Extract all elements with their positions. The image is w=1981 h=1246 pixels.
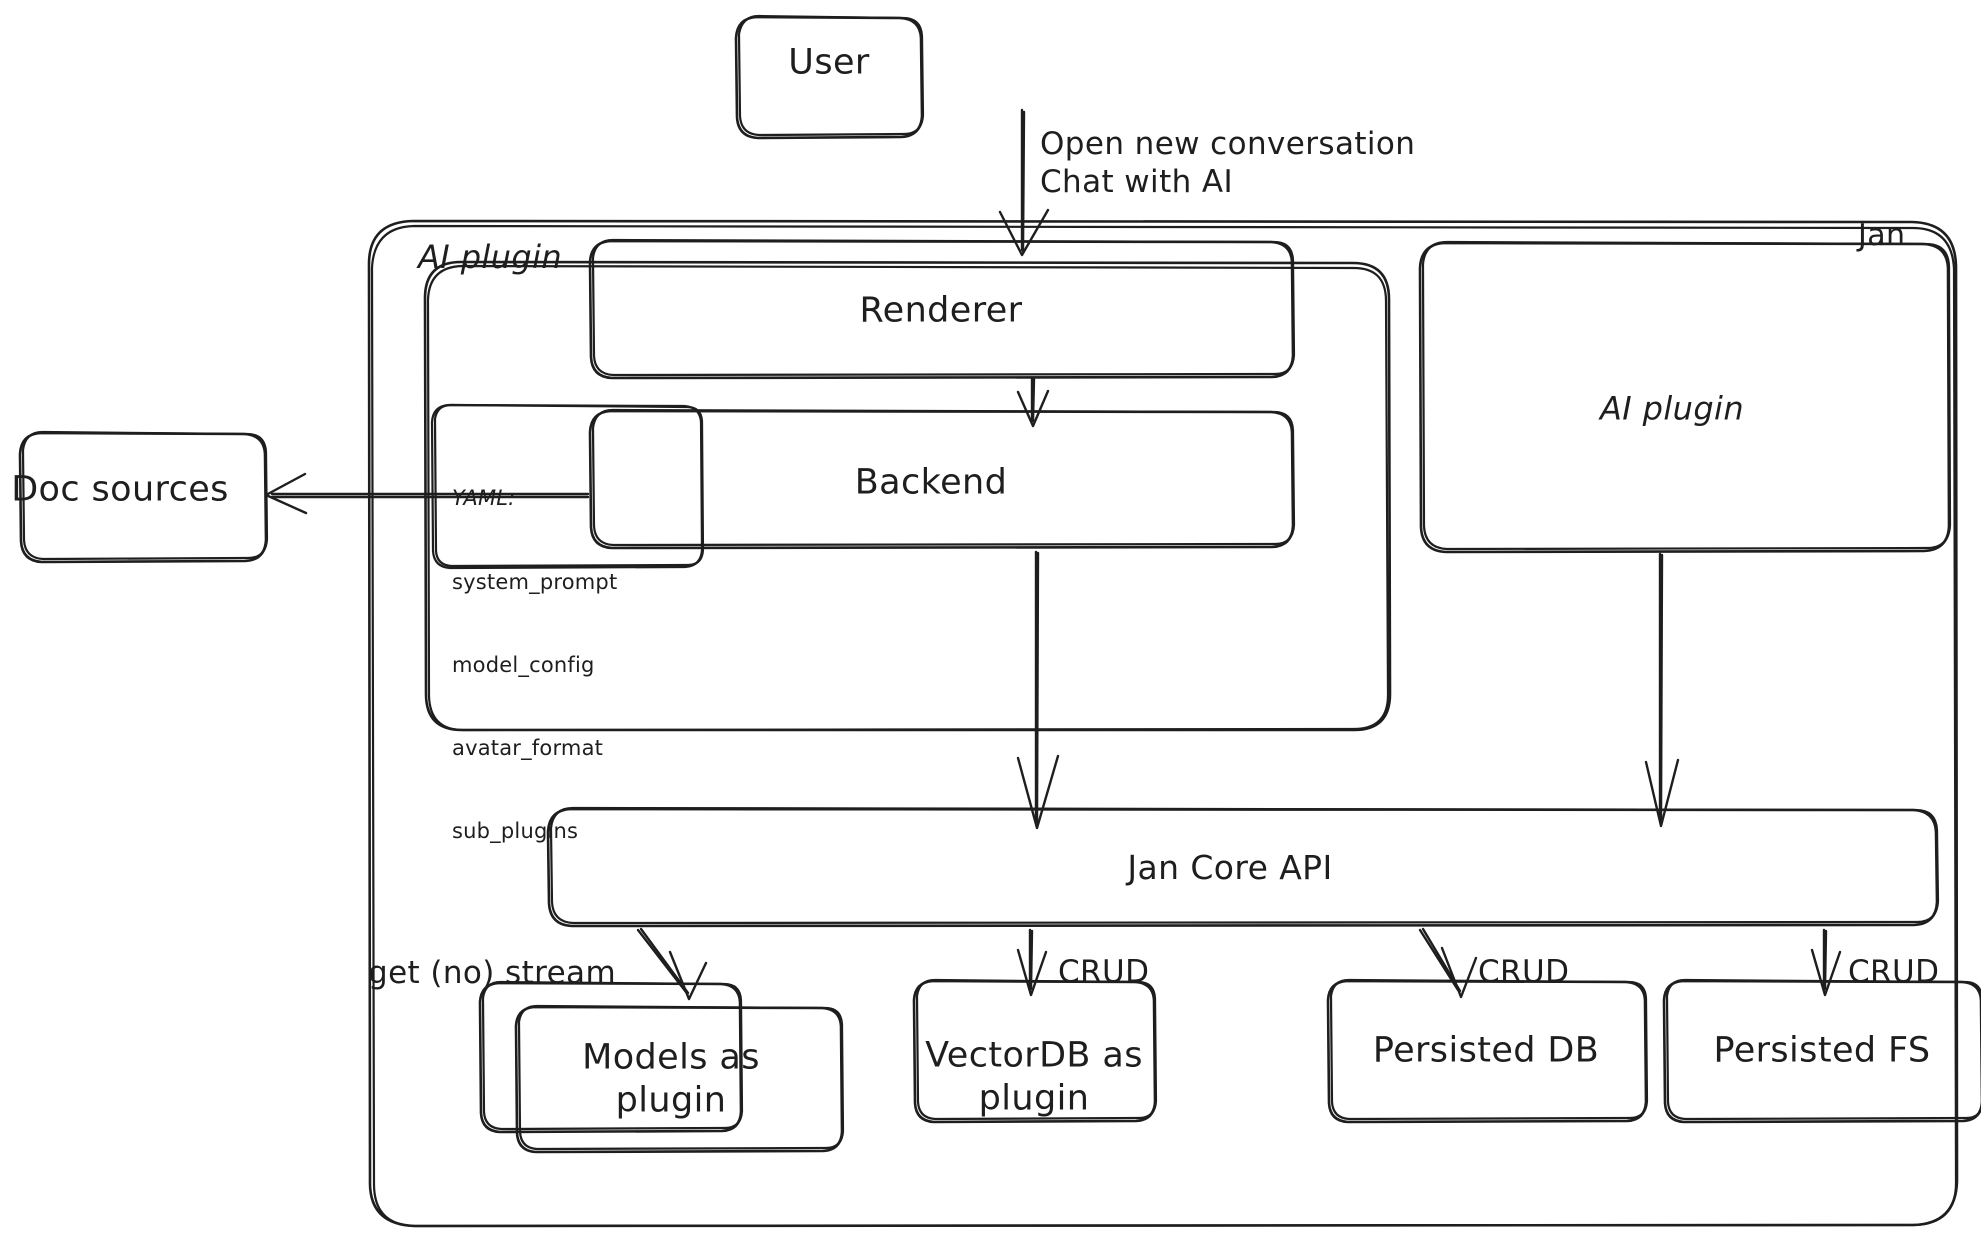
node-label-persisted-fs[interactable]: Persisted FS xyxy=(1713,1030,1931,1071)
node-label-vectordb-plugin[interactable]: VectorDB as plugin xyxy=(925,1035,1143,1118)
node-label-models-plugin[interactable]: Models as plugin xyxy=(582,1037,760,1120)
yaml-key-sub-plugins: sub_plugins xyxy=(452,819,579,844)
node-doc-sources-outline xyxy=(18,430,269,564)
node-label-renderer[interactable]: Renderer xyxy=(859,290,1023,331)
edge-label-open-new-conversation: Open new conversation Chat with AI xyxy=(1040,126,1415,202)
card-yaml-outline xyxy=(430,403,705,570)
edge-ai-plugin-to-jan-core-api xyxy=(1644,552,1680,828)
container-label-ai-plugin-group: AI plugin xyxy=(418,238,563,276)
node-label-persisted-db[interactable]: Persisted DB xyxy=(1372,1030,1600,1071)
edge-label-line-1: Open new conversation Chat with AI xyxy=(1040,126,1416,200)
edge-jan-core-api-to-persisted-db xyxy=(1418,927,1478,999)
node-label-user[interactable]: User xyxy=(788,42,870,83)
edge-jan-core-api-to-persisted-fs xyxy=(1810,928,1842,997)
container-jan-outline xyxy=(367,219,1959,1228)
edge-label-crud-persisted-db: CRUD xyxy=(1478,954,1570,990)
container-label-jan: Jan xyxy=(1858,218,1906,253)
container-ai-plugin-group-outline xyxy=(423,260,1392,732)
edge-jan-core-api-to-vectordb-plugin xyxy=(1016,928,1048,997)
edge-label-get-no-stream: get (no) stream xyxy=(368,955,617,991)
node-models-plugin-outline xyxy=(478,980,845,1154)
node-ai-plugin-outline xyxy=(1418,240,1952,554)
yaml-heading: YAML: xyxy=(452,486,516,511)
edge-backend-to-doc-sources xyxy=(264,472,590,515)
edge-renderer-to-backend xyxy=(1016,376,1050,428)
yaml-key-system-prompt: system_prompt xyxy=(452,569,618,594)
node-vectordb-plugin-outline xyxy=(912,978,1158,1124)
node-persisted-db-outline xyxy=(1326,978,1649,1124)
node-label-ai-plugin[interactable]: AI plugin xyxy=(1599,389,1745,428)
edge-label-crud-persisted-fs: CRUD xyxy=(1848,954,1940,990)
edge-user-to-renderer xyxy=(998,108,1050,257)
edge-backend-to-jan-core-api xyxy=(1016,550,1060,830)
node-user-outline xyxy=(734,14,925,140)
node-label-jan-core-api[interactable]: Jan Core API xyxy=(1127,847,1333,887)
edge-jan-core-api-to-models-plugin xyxy=(636,927,708,1001)
node-renderer-outline xyxy=(588,238,1296,380)
node-label-backend[interactable]: Backend xyxy=(854,462,1008,503)
yaml-key-avatar-format: avatar_format xyxy=(452,735,604,760)
node-backend-outline xyxy=(588,408,1296,550)
node-persisted-fs-outline xyxy=(1662,978,1981,1124)
edge-label-crud-vectordb: CRUD xyxy=(1058,954,1150,990)
card-yaml-content: YAML: system_prompt model_config avatar_… xyxy=(452,430,617,901)
yaml-key-model-config: model_config xyxy=(452,652,595,677)
node-label-doc-sources[interactable]: Doc sources xyxy=(11,469,229,510)
node-jan-core-api-outline xyxy=(546,806,1940,928)
